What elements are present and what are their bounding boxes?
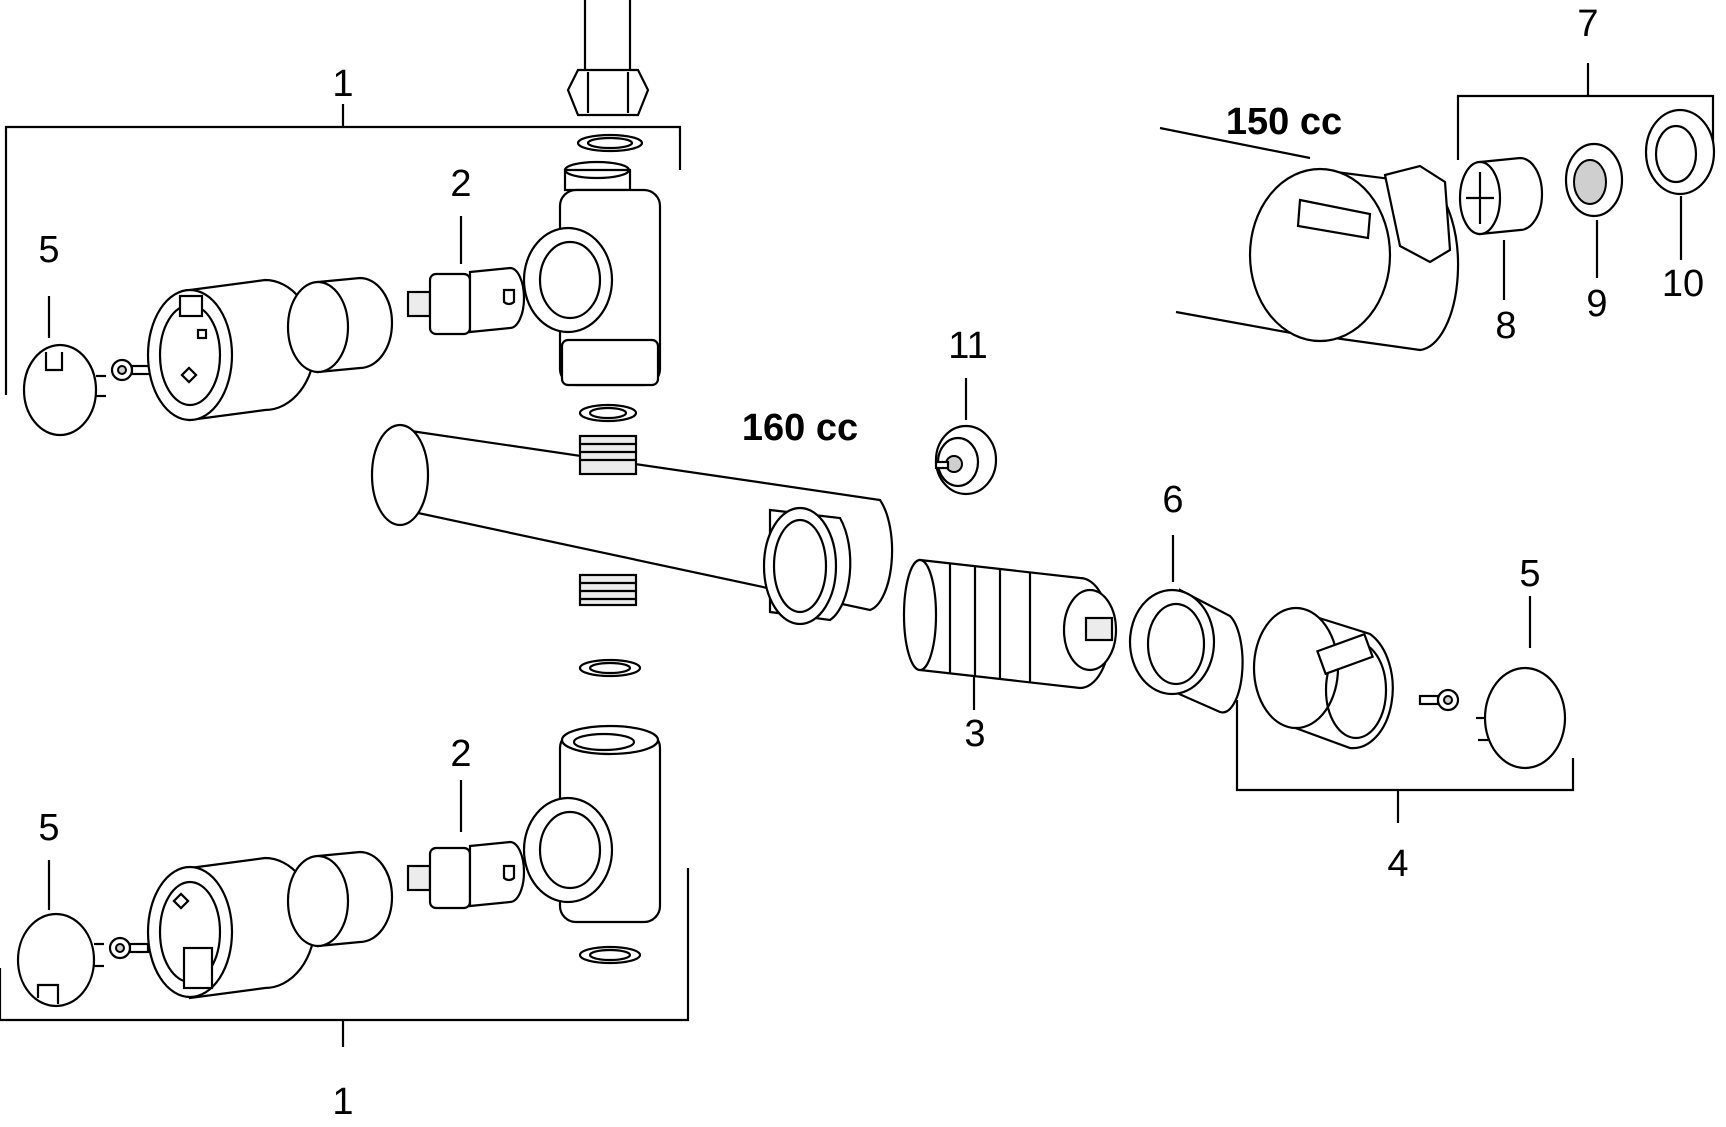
t-fitting-top bbox=[522, 160, 662, 387]
label-5-right: 5 bbox=[1519, 553, 1540, 595]
bracket-1-top bbox=[4, 104, 682, 395]
bracket-4 bbox=[1235, 700, 1575, 823]
label-6: 6 bbox=[1162, 479, 1183, 521]
cover-cap-top-left bbox=[22, 343, 106, 437]
volume-label-main: 160 cc bbox=[742, 407, 858, 449]
handle-top-left bbox=[146, 278, 317, 422]
screw-top-left bbox=[110, 358, 152, 382]
bracket-1-bottom bbox=[0, 868, 690, 1047]
label-1-bottom: 1 bbox=[332, 1081, 353, 1123]
label-3: 3 bbox=[964, 713, 985, 755]
screw-right bbox=[1418, 688, 1460, 712]
label-4: 4 bbox=[1387, 843, 1408, 885]
handle-bottom-left bbox=[146, 856, 317, 1000]
label-5-top-left: 5 bbox=[38, 229, 59, 271]
label-2-top: 2 bbox=[450, 163, 471, 205]
check-valve-11 bbox=[934, 424, 998, 496]
valve-insert-top bbox=[406, 266, 526, 336]
bracket-7 bbox=[1456, 63, 1715, 160]
label-10: 10 bbox=[1662, 263, 1704, 305]
supply-pipe-top bbox=[566, 0, 650, 117]
label-9: 9 bbox=[1586, 283, 1607, 325]
sleeve-bottom-left bbox=[286, 850, 394, 948]
inset-150cc-body bbox=[1159, 126, 1460, 352]
seal-ring-10 bbox=[1644, 108, 1716, 196]
thermostatic-cartridge bbox=[902, 558, 1118, 690]
label-8: 8 bbox=[1495, 305, 1516, 347]
handle-right bbox=[1252, 606, 1394, 750]
cover-cap-bottom-left bbox=[16, 912, 104, 1008]
label-7: 7 bbox=[1577, 3, 1598, 45]
sleeve-top-left bbox=[286, 276, 394, 374]
filter-8 bbox=[1458, 156, 1544, 236]
adapter-ring-6 bbox=[1128, 588, 1244, 714]
t-fitting-bottom bbox=[522, 724, 662, 924]
valve-insert-bottom bbox=[406, 840, 526, 910]
mixer-body bbox=[370, 423, 894, 626]
screw-bottom-left bbox=[108, 936, 150, 960]
strainer-9 bbox=[1564, 142, 1624, 218]
cover-cap-right bbox=[1476, 666, 1567, 770]
label-5-bottom-left: 5 bbox=[38, 807, 59, 849]
label-11: 11 bbox=[948, 325, 987, 367]
volume-label-inset: 150 cc bbox=[1226, 101, 1342, 143]
label-2-bottom: 2 bbox=[450, 733, 471, 775]
label-1-top: 1 bbox=[332, 63, 353, 105]
